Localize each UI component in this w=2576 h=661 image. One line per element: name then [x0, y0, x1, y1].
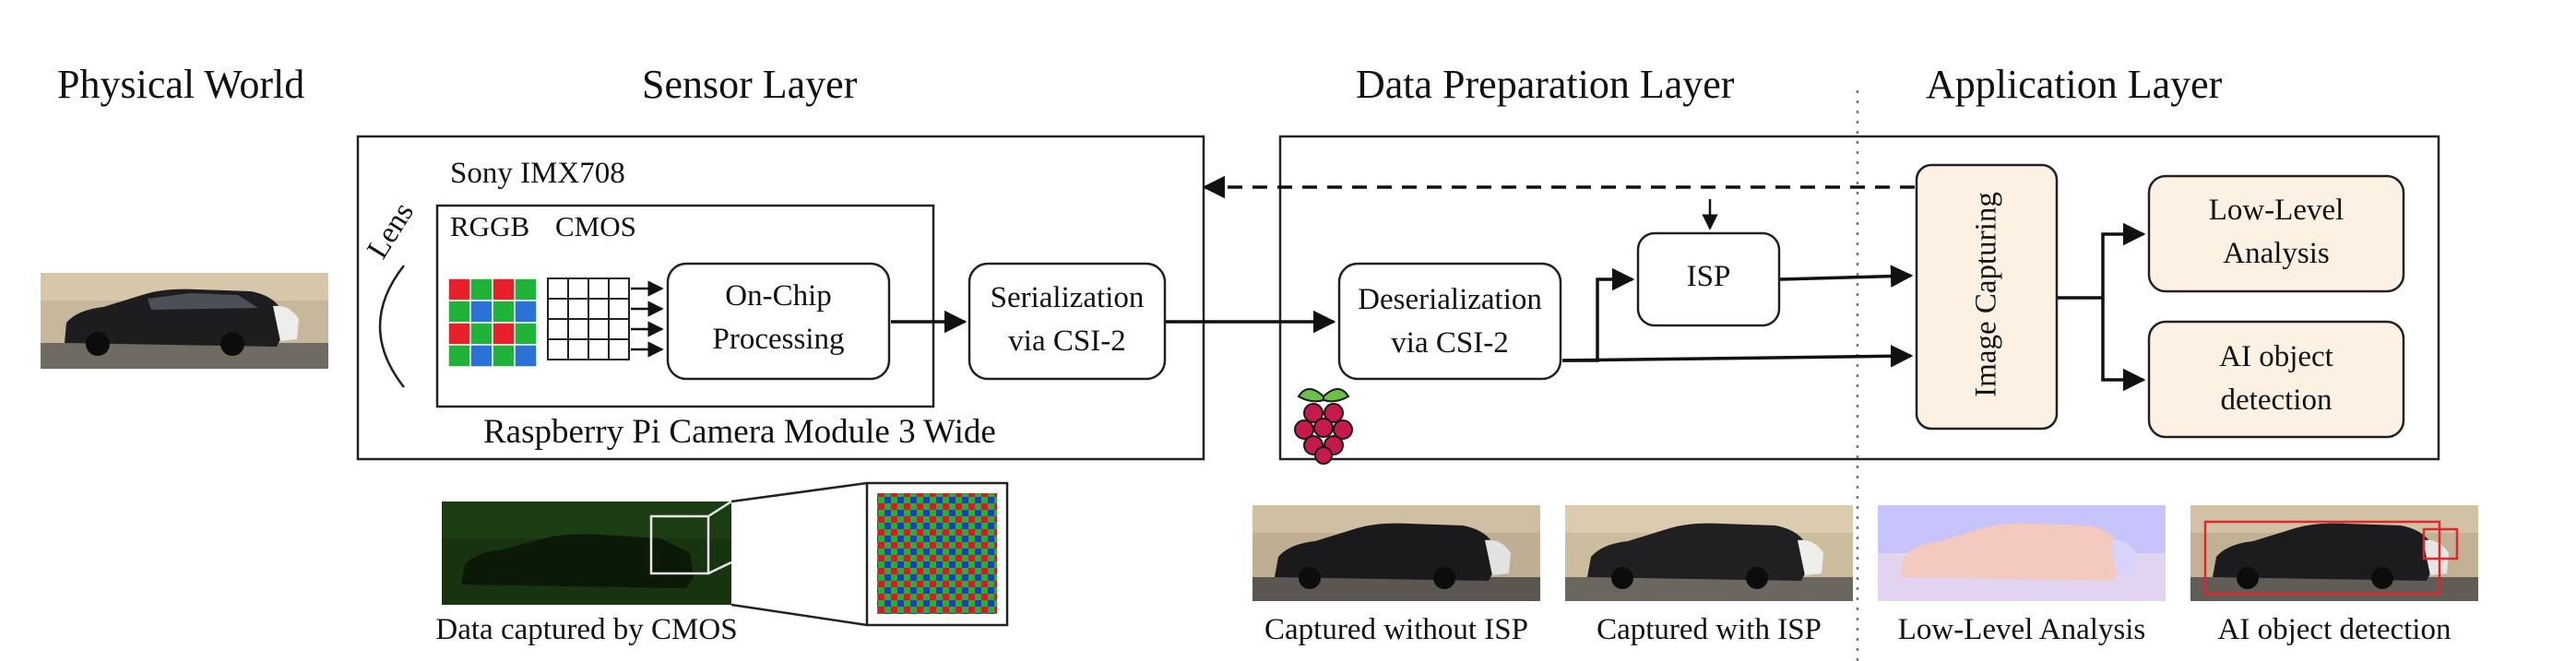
flow-arrows [891, 199, 2146, 392]
ai-detection-label: AI object detection [2219, 340, 2333, 417]
physical-world-title: Physical World [57, 62, 305, 107]
raspberry-pi-logo [1294, 388, 1353, 465]
cmos-data-caption: Data captured by CMOS [435, 613, 738, 646]
without-isp-caption: Captured without ISP [1264, 613, 1528, 646]
rggb-label: RGGB [450, 210, 530, 242]
physical-world-photo [41, 273, 328, 369]
cmos-output-arrows [631, 280, 664, 358]
bayer-zoom-pattern [877, 493, 997, 614]
cmos-grid-icon [547, 277, 630, 360]
on-chip-processing-box [666, 262, 891, 381]
image-capturing-label: Image Capturing [1969, 192, 2003, 397]
zoom-callout-lines [730, 481, 868, 627]
sensor-name-label: Sony IMX708 [450, 157, 625, 190]
ai-detection-caption: AI object detection [2217, 613, 2451, 646]
imx708-box [435, 204, 935, 408]
sensor-layer-box [356, 135, 1205, 461]
bayer-filter-icon [447, 277, 538, 368]
deserialization-label: Deserialization via CSI-2 [1358, 283, 1542, 360]
isp-box [1636, 231, 1781, 327]
data-preparation-layer-title: Data Preparation Layer [1356, 62, 1735, 107]
serialization-label: Serialization via CSI-2 [990, 281, 1145, 358]
thumbnail-without-isp [1252, 505, 1540, 601]
cmos-label: CMOS [555, 210, 636, 242]
thumbnail-low-level-analysis [1878, 505, 2166, 601]
with-isp-caption: Captured with ISP [1597, 613, 1822, 646]
isp-label: ISP [1686, 260, 1731, 293]
cmos-raw-capture-image [442, 500, 732, 605]
image-capturing-box [1915, 163, 2059, 431]
application-layer-title: Application Layer [1926, 62, 2223, 107]
on-chip-processing-label: On-Chip Processing [712, 279, 845, 356]
low-level-analysis-label: Low-Level Analysis [2208, 194, 2345, 270]
ai-detection-box [2147, 320, 2405, 439]
camera-module-label: Raspberry Pi Camera Module 3 Wide [483, 413, 996, 451]
serialization-box [967, 262, 1167, 381]
sensor-layer-title: Sensor Layer [642, 62, 858, 107]
data-prep-box [1278, 135, 2440, 461]
low-level-analysis-box [2147, 174, 2405, 293]
lens-icon [378, 265, 405, 388]
thumbnail-with-isp [1565, 505, 1853, 601]
deserialization-box [1337, 262, 1562, 381]
thumbnail-ai-detection [2190, 505, 2478, 601]
low-level-caption: Low-Level Analysis [1897, 613, 2146, 646]
